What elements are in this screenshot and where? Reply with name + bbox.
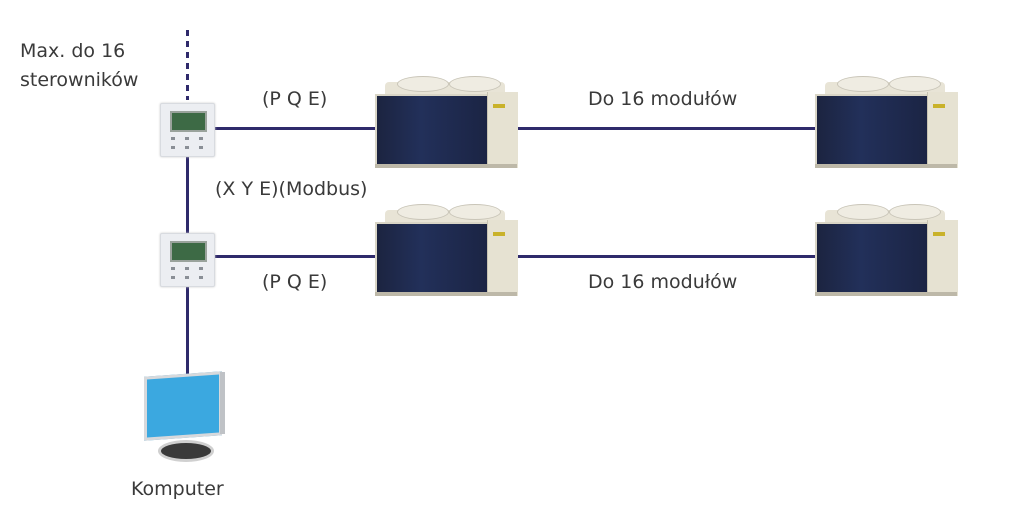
chiller-module-row1-first xyxy=(375,76,521,170)
controller-display xyxy=(170,111,207,132)
max-controllers-label-line1: Max. do 16 xyxy=(20,40,126,62)
pqe-wire-top xyxy=(213,127,823,130)
chiller-module-row1-last xyxy=(815,76,961,170)
computer-label: Komputer xyxy=(131,478,224,500)
modules-label-bottom: Do 16 modułów xyxy=(588,271,738,293)
wired-controller-1 xyxy=(160,103,215,157)
pqe-label-top: (P Q E) xyxy=(262,88,328,110)
computer-wire xyxy=(186,285,189,377)
modules-label-top: Do 16 modułów xyxy=(588,88,738,110)
controller-display xyxy=(170,241,207,262)
chiller-module-row2-first xyxy=(375,204,521,298)
expansion-dashed-line xyxy=(186,30,189,100)
computer-monitor-icon xyxy=(140,370,230,462)
xye-vertical-wire xyxy=(186,155,189,233)
pqe-wire-bottom xyxy=(213,255,823,258)
max-controllers-label-line2: sterowników xyxy=(20,69,139,91)
xye-modbus-label: (X Y E)(Modbus) xyxy=(215,178,368,200)
chiller-module-row2-last xyxy=(815,204,961,298)
pqe-label-bottom: (P Q E) xyxy=(262,271,328,293)
wired-controller-2 xyxy=(160,233,215,287)
